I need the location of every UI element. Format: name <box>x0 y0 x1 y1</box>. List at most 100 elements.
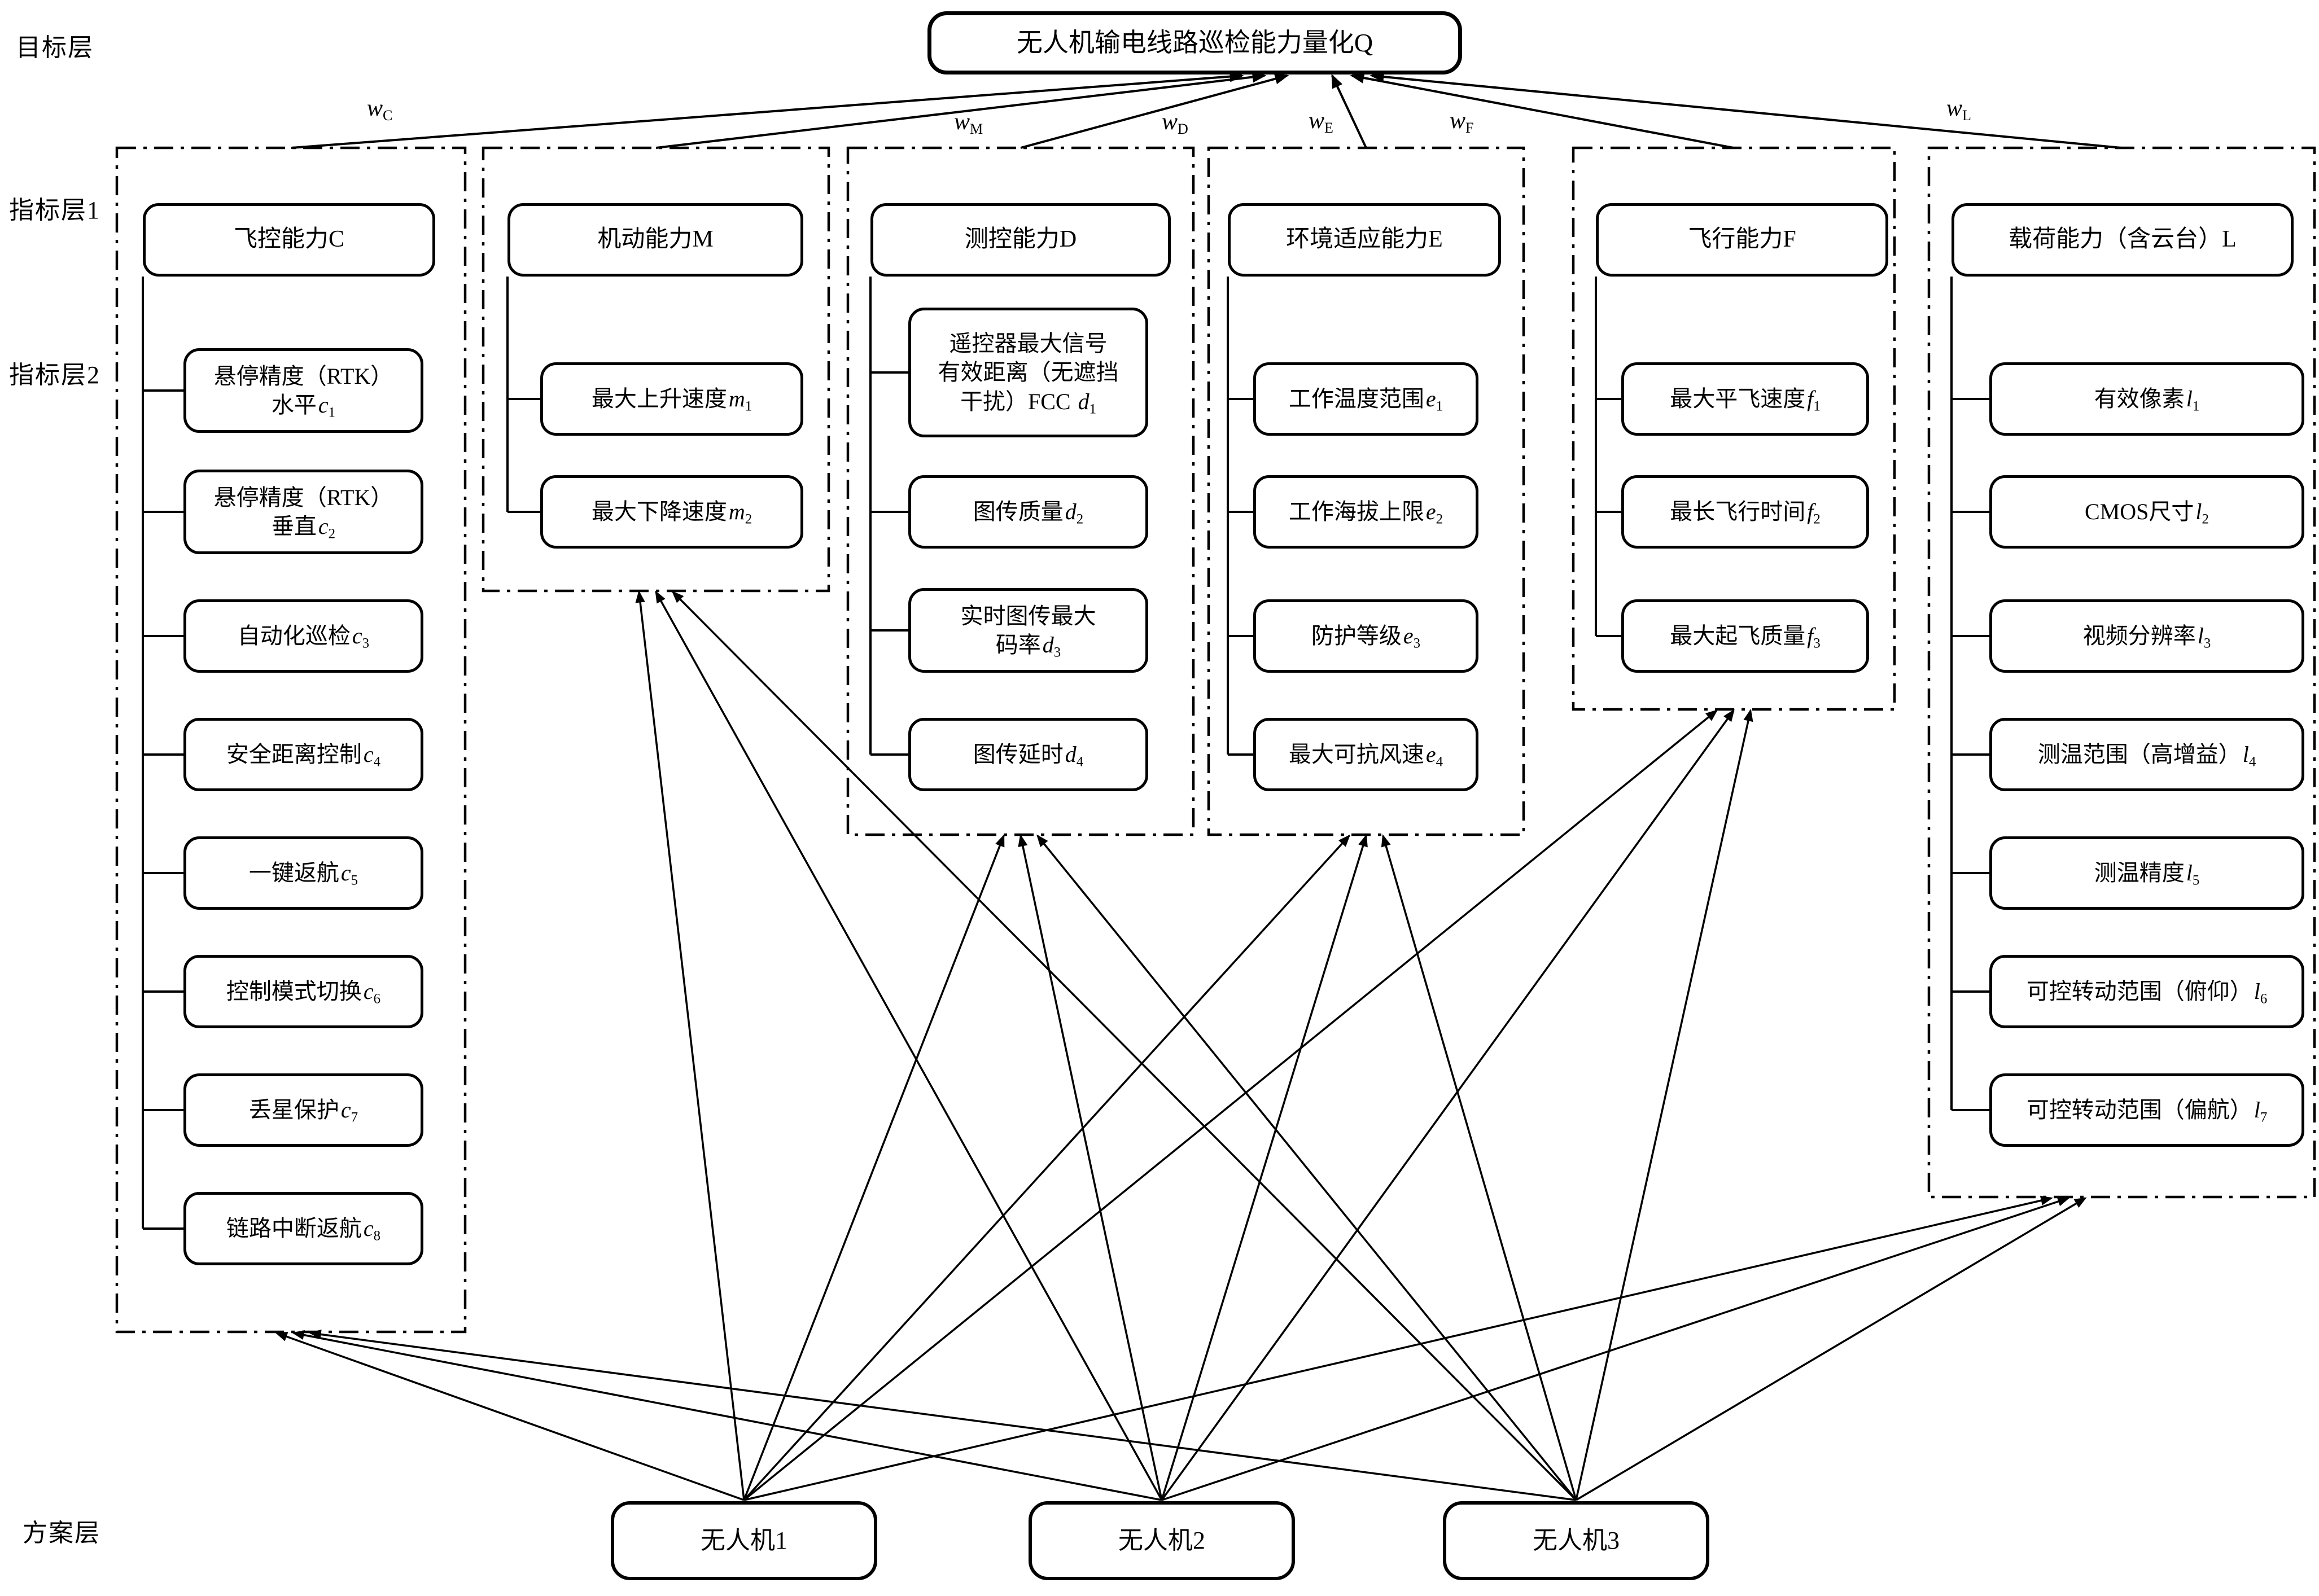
node-d2: 图传质量d2 <box>908 475 1148 549</box>
arrow-uav1-to-L <box>743 1195 2053 1501</box>
node-variable-subscript: 1 <box>745 398 752 414</box>
node-label-line: 遥控器最大信号 <box>949 331 1108 357</box>
node-l6: 可控转动范围（俯仰）l6 <box>1989 955 2304 1028</box>
node-variable: e <box>1403 623 1414 649</box>
node-label-line: 测温精度 <box>2094 860 2185 886</box>
node-variable: f <box>1807 386 1814 412</box>
arrow-uav3-to-F <box>1575 709 1753 1501</box>
node-variable: l <box>2186 386 2193 412</box>
node-e1: 工作温度范围e1 <box>1253 362 1478 436</box>
node-variable-subscript: 4 <box>2248 754 2256 770</box>
arrow-uav3-to-C <box>308 1329 1577 1501</box>
node-label-line: 防护等级 <box>1311 623 1402 649</box>
arrow-uav2-to-L <box>1161 1196 2070 1501</box>
node-variable-subscript: 6 <box>2260 991 2268 1007</box>
node-variable: f <box>1807 499 1814 525</box>
node-c2: 悬停精度（RTK）垂直c2 <box>183 470 423 554</box>
node-label-line: 工作温度范围 <box>1288 386 1424 412</box>
node-variable: d <box>1078 388 1090 414</box>
node-variable-subscript: 2 <box>328 526 336 542</box>
node-l5: 测温精度l5 <box>1989 836 2304 910</box>
node-label-line: CMOS尺寸 <box>2085 499 2194 525</box>
node-e3: 防护等级e3 <box>1253 599 1478 673</box>
node-label-line: 有效距离（无遮挡 <box>938 359 1119 385</box>
alternative-uav2: 无人机2 <box>1029 1501 1295 1580</box>
node-variable-subscript: 7 <box>351 1110 358 1125</box>
layer-label-scheme: 方案层 <box>23 1519 100 1547</box>
node-variable-subscript: 3 <box>1813 635 1821 651</box>
group-title-E: 环境适应能力E <box>1228 203 1501 277</box>
node-variable: f <box>1807 623 1814 649</box>
node-label-line: 最大可抗风速 <box>1288 742 1424 768</box>
node-variable: e <box>1425 386 1436 412</box>
arrow-uav1-to-F <box>743 709 1718 1501</box>
node-label-line: 悬停精度（RTK） <box>213 363 393 389</box>
group-title-L: 载荷能力（含云台）L <box>1952 203 2294 277</box>
node-variable-subscript: 1 <box>1813 398 1821 414</box>
node-variable-subscript: 3 <box>2203 635 2211 651</box>
arrow-C-to-goal <box>291 71 1244 149</box>
node-label-line: 自动化巡检 <box>237 623 351 649</box>
group-title-C: 飞控能力C <box>143 203 435 277</box>
node-variable: e <box>1425 742 1436 768</box>
node-f1: 最大平飞速度f1 <box>1621 362 1869 436</box>
node-label-line: 测温范围（高增益） <box>2037 742 2241 768</box>
node-variable-subscript: 2 <box>1076 511 1084 527</box>
node-label-line: 水平 <box>271 392 317 418</box>
node-variable: d <box>1065 499 1077 525</box>
node-l3: 视频分辨率l3 <box>1989 599 2304 673</box>
node-label-line: 丢星保护 <box>248 1097 339 1123</box>
node-c8: 链路中断返航c8 <box>183 1192 423 1265</box>
node-label-line: 链路中断返航 <box>226 1216 362 1242</box>
node-d4: 图传延时d4 <box>908 718 1148 791</box>
alternative-uav1: 无人机1 <box>611 1501 877 1580</box>
arrow-uav1-to-E <box>743 834 1351 1501</box>
weight-label-M: wM <box>954 109 983 137</box>
node-label-line: 有效像素 <box>2094 386 2185 412</box>
arrow-uav2-to-F <box>1161 709 1735 1501</box>
arrow-D-to-goal <box>1020 73 1289 149</box>
node-variable-subscript: 1 <box>328 405 336 420</box>
node-variable-subscript: 8 <box>373 1228 381 1244</box>
node-label-line: 垂直 <box>271 514 317 539</box>
node-c6: 控制模式切换c6 <box>183 955 423 1028</box>
node-variable: l <box>2242 742 2249 768</box>
weight-label-D: wD <box>1162 109 1188 137</box>
arrow-E-to-goal <box>1331 73 1367 148</box>
node-label-line: 最长飞行时间 <box>1670 499 1806 525</box>
weight-label-F: wF <box>1450 108 1474 136</box>
node-c4: 安全距离控制c4 <box>183 718 423 791</box>
node-variable: l <box>2195 499 2202 525</box>
node-label-line: 控制模式切换 <box>226 979 362 1005</box>
node-label-line: 最大下降速度 <box>591 499 727 525</box>
node-variable: l <box>2254 1097 2260 1123</box>
node-variable: d <box>1042 632 1054 657</box>
group-title-F: 飞行能力F <box>1596 203 1888 277</box>
arrow-uav2-to-M <box>655 590 1163 1501</box>
node-variable-subscript: 2 <box>1813 511 1821 527</box>
node-label-line: 悬停精度（RTK） <box>213 484 393 510</box>
node-d1: 遥控器最大信号有效距离（无遮挡干扰）FCC d1 <box>908 308 1148 437</box>
node-l7: 可控转动范围（偏航）l7 <box>1989 1073 2304 1147</box>
node-c5: 一键返航c5 <box>183 836 423 910</box>
node-variable: c <box>363 742 374 768</box>
node-c3: 自动化巡检c3 <box>183 599 423 673</box>
node-variable-subscript: 5 <box>2192 872 2200 888</box>
node-variable-subscript: 3 <box>1053 644 1061 660</box>
group-title-M: 机动能力M <box>507 203 803 277</box>
node-variable-subscript: 6 <box>373 991 381 1007</box>
node-label-line: 图传延时 <box>973 742 1064 768</box>
node-variable: m <box>728 499 745 525</box>
arrow-M-to-goal <box>655 71 1267 149</box>
node-label-line: 最大上升速度 <box>591 386 727 412</box>
node-f3: 最大起飞质量f3 <box>1621 599 1869 673</box>
node-m2: 最大下降速度m2 <box>540 475 803 549</box>
node-label-line: 一键返航 <box>248 860 339 886</box>
node-label-line: 最大起飞质量 <box>1670 623 1806 649</box>
node-label-line: 可控转动范围（偏航） <box>2026 1097 2252 1123</box>
group-frame-L <box>1927 146 2316 1199</box>
node-label-line: 可控转动范围（俯仰） <box>2026 979 2252 1005</box>
goal-box: 无人机输电线路巡检能力量化Q <box>927 11 1462 74</box>
alternative-uav3: 无人机3 <box>1443 1501 1709 1580</box>
